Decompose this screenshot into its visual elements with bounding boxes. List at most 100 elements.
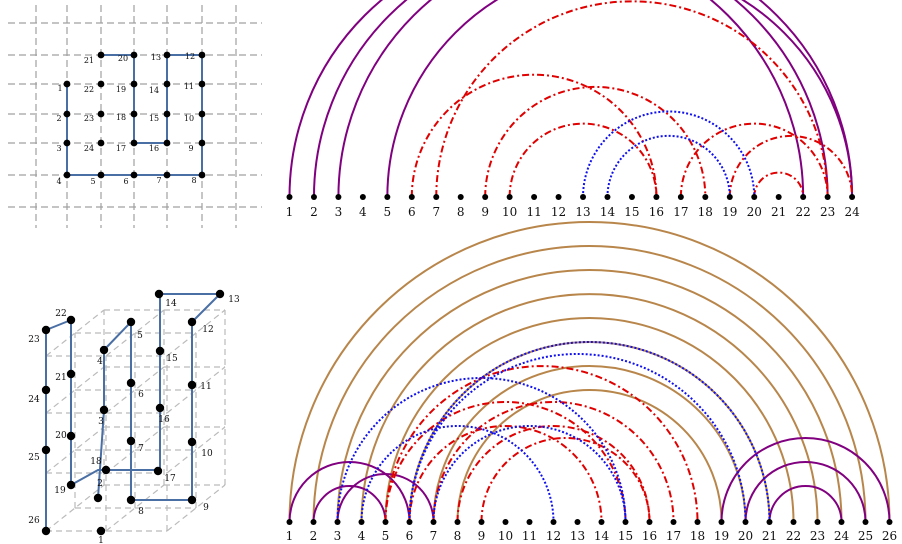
arc-node — [598, 519, 605, 525]
arc-node — [702, 194, 709, 200]
arc-red — [435, 0, 829, 198]
arc-node — [384, 194, 391, 200]
lattice-node — [97, 171, 105, 179]
arc-node-label: 14 — [600, 205, 616, 219]
lattice-node — [130, 171, 138, 179]
lattice-node — [154, 289, 164, 299]
arc-node — [359, 194, 366, 200]
lattice-node — [215, 289, 225, 299]
arc-red — [408, 425, 603, 523]
lattice-node — [130, 80, 138, 88]
arc-node-label: 14 — [594, 529, 610, 543]
node-label: 10 — [201, 449, 213, 459]
arc-node-label: 2 — [310, 205, 318, 219]
arc-node — [433, 194, 440, 200]
lattice-node — [97, 51, 105, 59]
node-label: 7 — [156, 176, 161, 185]
arc-node — [478, 519, 485, 525]
arc-node-label: 7 — [432, 205, 440, 219]
arc-node-label: 12 — [551, 205, 566, 219]
arc-node — [622, 519, 629, 525]
lattice-node — [187, 317, 197, 327]
lattice-node — [153, 466, 163, 476]
arc-node-label: 24 — [834, 529, 850, 543]
arc-node — [506, 194, 513, 200]
lattice-node — [97, 139, 105, 147]
node-label: 19 — [54, 486, 66, 496]
arc-node — [358, 519, 365, 525]
arc-node-label: 10 — [502, 205, 517, 219]
arc-node — [653, 194, 660, 200]
arc-purple — [312, 0, 829, 198]
arc-node — [454, 519, 461, 525]
arc-node — [604, 194, 611, 200]
arc-node — [574, 519, 581, 525]
arc-node — [555, 194, 562, 200]
arc-brown — [312, 245, 867, 523]
arc-node — [531, 194, 538, 200]
lattice-node — [63, 80, 71, 88]
arc-node-label: 20 — [747, 205, 762, 219]
arc-node-label: 19 — [714, 529, 729, 543]
node-label: 17 — [164, 474, 176, 484]
arc-node — [718, 519, 725, 525]
lattice-node — [198, 80, 206, 88]
lattice-node — [163, 110, 171, 118]
node-label: 5 — [137, 331, 143, 341]
arc-node — [886, 519, 893, 525]
node-label: 14 — [165, 299, 177, 309]
arc-node-label: 8 — [457, 205, 465, 219]
node-label: 24 — [28, 395, 40, 405]
arc-node-label: 10 — [498, 529, 513, 543]
node-label: 18 — [90, 457, 102, 467]
arc-node — [382, 519, 389, 525]
lattice-node — [101, 465, 111, 475]
node-label: 16 — [149, 144, 159, 153]
node-label: 8 — [191, 176, 196, 185]
arc-blue — [582, 110, 756, 198]
node-label: 11 — [200, 382, 211, 392]
arc-purple — [336, 473, 435, 523]
arc-red — [384, 401, 627, 523]
arc-node-label: 7 — [430, 529, 438, 543]
arc-red — [484, 85, 707, 198]
arc-node — [726, 194, 733, 200]
node-label: 15 — [149, 114, 159, 123]
arc-node-label: 4 — [359, 205, 367, 219]
arc-red — [410, 73, 658, 198]
node-label: 5 — [90, 177, 95, 186]
node-label: 16 — [158, 415, 170, 425]
node-label: 12 — [202, 325, 213, 335]
lattice-node — [130, 110, 138, 118]
lattice-node — [126, 378, 136, 388]
node-label: 11 — [184, 82, 194, 91]
node-label: 19 — [116, 85, 126, 94]
arc-node — [824, 194, 831, 200]
arc-brown — [360, 293, 819, 523]
arc-node-label: 17 — [673, 205, 688, 219]
arc-brown — [384, 317, 795, 523]
lattice-node — [198, 51, 206, 59]
grid-edge-depth — [166, 366, 226, 414]
arc-node — [406, 519, 413, 525]
lattice-node — [66, 369, 76, 379]
node-label: 17 — [116, 144, 126, 153]
node-label: 2 — [56, 114, 61, 123]
arc-node — [550, 519, 557, 525]
lattice-node — [130, 139, 138, 147]
arc-node-label: 11 — [522, 529, 537, 543]
lattice-node — [41, 445, 51, 455]
arc-node-label: 6 — [408, 205, 416, 219]
lattice-node — [99, 405, 109, 415]
node-label: 24 — [84, 144, 94, 153]
node-label: 4 — [56, 177, 61, 186]
arc-node-label: 26 — [882, 529, 897, 543]
arc-node — [694, 519, 701, 525]
arc-node — [408, 194, 415, 200]
lattice-node — [63, 139, 71, 147]
node-label: 21 — [55, 373, 66, 383]
